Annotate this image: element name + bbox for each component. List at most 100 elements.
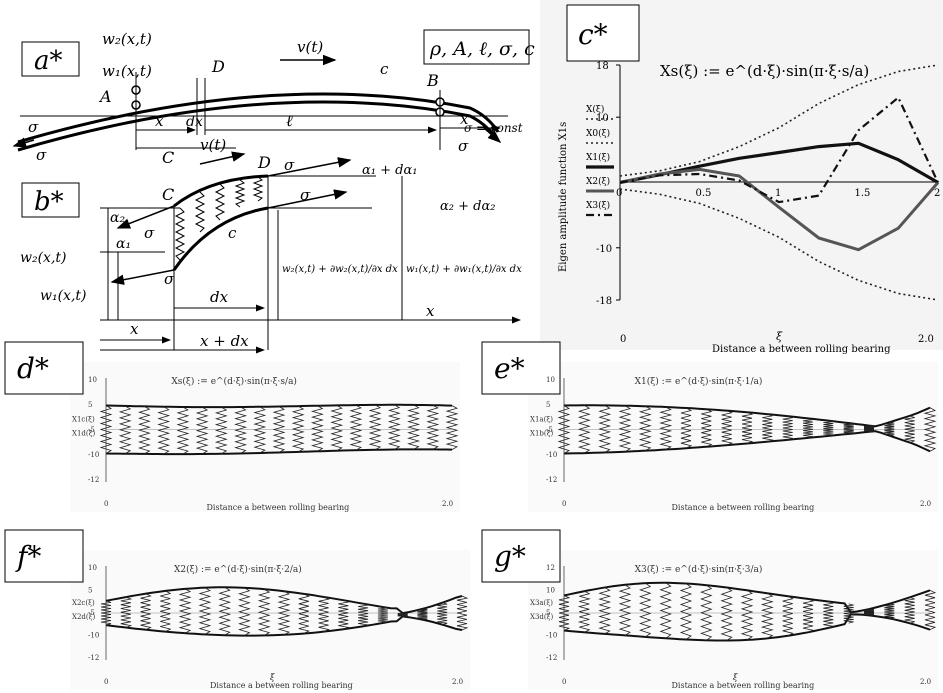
chart-c-formula: Xs(ξ) := e^(d·ξ)·sin(π·ξ·s/a) xyxy=(660,62,869,80)
alpha1-d-label: α₁ + dα₁ xyxy=(362,163,417,178)
panel-g-spring xyxy=(884,603,895,619)
panel-g-x-start: 0 xyxy=(562,678,566,686)
sigma-top-label: σ xyxy=(284,156,295,174)
panel-d-y-tick: 10 xyxy=(88,376,97,384)
series-line-4 xyxy=(619,167,940,252)
dx-label-b: dx xyxy=(210,288,229,306)
panel-f-spring xyxy=(140,593,152,631)
panel-e-spring xyxy=(701,408,713,448)
dx-label: dx xyxy=(186,114,203,130)
panel-d-spring xyxy=(118,405,132,455)
x-tick-label: 0 xyxy=(616,188,622,199)
panel-f-spring xyxy=(218,586,232,636)
sigma-mid-label: σ xyxy=(300,186,311,204)
param-box xyxy=(423,29,530,65)
panel-e-spring xyxy=(884,421,895,436)
panel-g-spring xyxy=(639,582,652,638)
panel-e-y-tick: -12 xyxy=(546,476,557,484)
panel-d-spring xyxy=(137,406,151,455)
panel-g-xlabel: Distance a between rolling bearing xyxy=(672,681,815,690)
spring-5 xyxy=(252,176,264,202)
panel-g-spring xyxy=(679,583,693,640)
panel-d-x-start: 0 xyxy=(104,500,108,508)
velocity-label-b: v(t) xyxy=(200,136,226,154)
panel-e-y-tick: -5 xyxy=(546,426,553,434)
chart-c-ylabel: Eigen amplitude function X1s xyxy=(558,122,569,272)
point-b-label: B xyxy=(426,71,439,90)
element-bottom-string xyxy=(172,206,269,271)
panel-f-y-tick: -10 xyxy=(88,632,99,640)
panel-f-spring xyxy=(198,587,212,635)
w1-label: w₁(x,t) xyxy=(102,62,152,80)
panel-e-spring xyxy=(923,407,937,452)
panel-g-spring xyxy=(823,601,834,629)
w2-label: w₂(x,t) xyxy=(102,30,152,48)
w2-expr-label: w₂(x,t) + ∂w₂(x,t)/∂x dx xyxy=(282,264,398,275)
panel-d-spring xyxy=(426,404,440,450)
panel-f-spring xyxy=(100,600,112,626)
panel-e-spring xyxy=(904,415,915,443)
w1-label-b: w₁(x,t) xyxy=(40,288,87,304)
spring-1 xyxy=(174,207,186,261)
panel-e-spring xyxy=(823,420,834,437)
panel-e-spring xyxy=(557,405,571,454)
panel-e-legend: X1a(ξ) xyxy=(530,416,553,424)
panel-d-spring xyxy=(445,405,459,450)
panel-f-spring xyxy=(277,590,291,636)
panel-f-x-start: 0 xyxy=(104,678,108,686)
panel-a: a* ρ, A, ℓ, σ, c w₂(x,t) w₁(x,t) v(t) A … xyxy=(12,29,535,167)
panel-e-spring xyxy=(577,404,591,454)
panel-f-label-box xyxy=(4,529,84,583)
legend-label: X(ξ) xyxy=(586,104,604,115)
panel-e-y-tick: 10 xyxy=(546,376,555,384)
panel-f-spring xyxy=(358,603,369,627)
x-axis-label-b: x xyxy=(426,302,435,320)
legend-label: X0(ξ) xyxy=(586,128,610,139)
panel-f-background xyxy=(70,550,470,690)
point-c-label: C xyxy=(162,148,174,167)
panel-g-y-tick: -12 xyxy=(546,654,557,662)
series-line-1 xyxy=(619,64,939,177)
panel-e: e*X1(ξ) := e^(d·ξ)·sin(π·ξ·1/a)105-5-10-… xyxy=(481,341,938,512)
series-line-2 xyxy=(619,188,939,301)
panel-g-spring xyxy=(760,592,774,639)
panel-f-y-tick: -5 xyxy=(88,609,95,617)
panel-f-y-tick: 10 xyxy=(88,564,97,572)
panel-e-y-tick: -10 xyxy=(546,451,557,459)
panel-d-spring xyxy=(99,405,113,454)
sigma-low-label: σ xyxy=(164,270,175,288)
sigma-mid-arrow xyxy=(267,189,348,209)
panel-f-legend: X2d(ξ) xyxy=(72,613,96,621)
panel-f-y-tick: -12 xyxy=(88,654,99,662)
panel-g-background xyxy=(528,550,938,690)
panel-e-label-box xyxy=(481,341,561,395)
panel-f-y-tick: 5 xyxy=(88,587,92,595)
panel-f-spring xyxy=(298,593,310,634)
alpha1-label: α₁ xyxy=(116,236,131,252)
chart-c-xrange-start: 0 xyxy=(620,334,626,345)
panel-d-spring xyxy=(253,406,267,454)
panel-c: c* Xs(ξ) := e^(d·ξ)·sin(π·ξ·s/a) 1810-10… xyxy=(540,0,943,355)
legend-label: X3(ξ) xyxy=(586,200,610,211)
panel-g-spring xyxy=(618,584,632,636)
panel-d: d*Xs(ξ) := e^(d·ξ)·sin(π·ξ·s/a)105-5-10-… xyxy=(4,341,460,512)
panel-d-spring xyxy=(195,406,209,455)
panel-d-spring xyxy=(310,405,324,452)
panel-e-spring xyxy=(598,405,612,453)
chart-c-xi: ξ xyxy=(776,330,783,343)
panel-g-spring xyxy=(558,595,571,631)
panel-d-legend: X1c(ξ) xyxy=(72,416,95,424)
panel-e-x-start: 0 xyxy=(562,500,566,508)
panel-d-spring xyxy=(349,404,363,451)
panel-e-spring xyxy=(843,422,854,435)
sigma-low-arrow xyxy=(110,269,175,285)
panel-g-legend: X3d(ξ) xyxy=(530,613,554,621)
panel-f-spring xyxy=(456,595,469,631)
panel-g-spring xyxy=(802,598,815,633)
velocity-label: v(t) xyxy=(297,38,323,56)
panel-g-spring xyxy=(782,595,794,637)
panel-g-spring xyxy=(863,608,875,616)
panel-g-spring xyxy=(924,589,937,631)
panel-f-xlabel: Distance a between rolling bearing xyxy=(210,681,353,690)
